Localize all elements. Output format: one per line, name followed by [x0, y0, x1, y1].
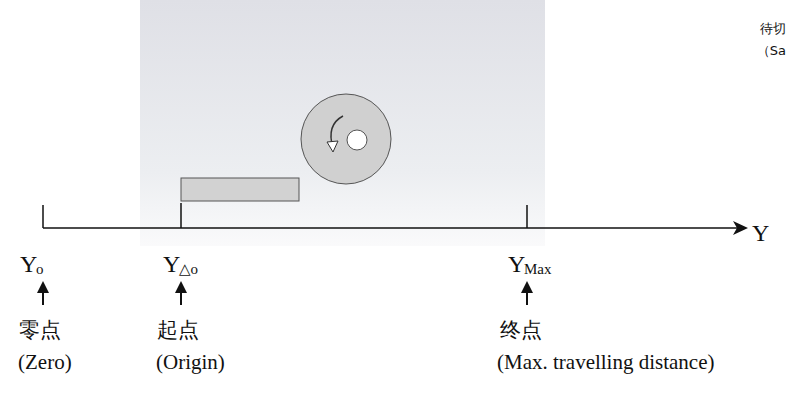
axis-name: Y [752, 221, 769, 245]
pointer-arrowheads [37, 281, 533, 293]
axis-subscript: △o [179, 262, 198, 277]
point-name-zh: 终点 [500, 320, 542, 341]
axis-subscript: o [36, 262, 44, 277]
y-axis [43, 203, 738, 228]
pointer-arrows [43, 290, 527, 305]
point-name-en: (Origin) [156, 352, 225, 373]
point-name-zh: 零点 [19, 320, 61, 341]
saw-blade [301, 94, 391, 184]
cut-note: （Sa [757, 44, 786, 57]
axis-symbol: Y [508, 252, 525, 276]
axis-symbol: Y [163, 252, 180, 276]
axis-symbol: Y [20, 252, 37, 276]
point-name-zh: 起点 [157, 320, 199, 341]
point-name-en: (Zero) [18, 352, 72, 373]
workpiece [181, 178, 299, 201]
axis-arrowhead [733, 221, 748, 235]
machine-panel [140, 0, 545, 246]
point-name-en: (Max. travelling distance) [497, 352, 715, 373]
axis-subscript: Max [524, 262, 552, 277]
cut-note: 待切 [760, 22, 786, 35]
